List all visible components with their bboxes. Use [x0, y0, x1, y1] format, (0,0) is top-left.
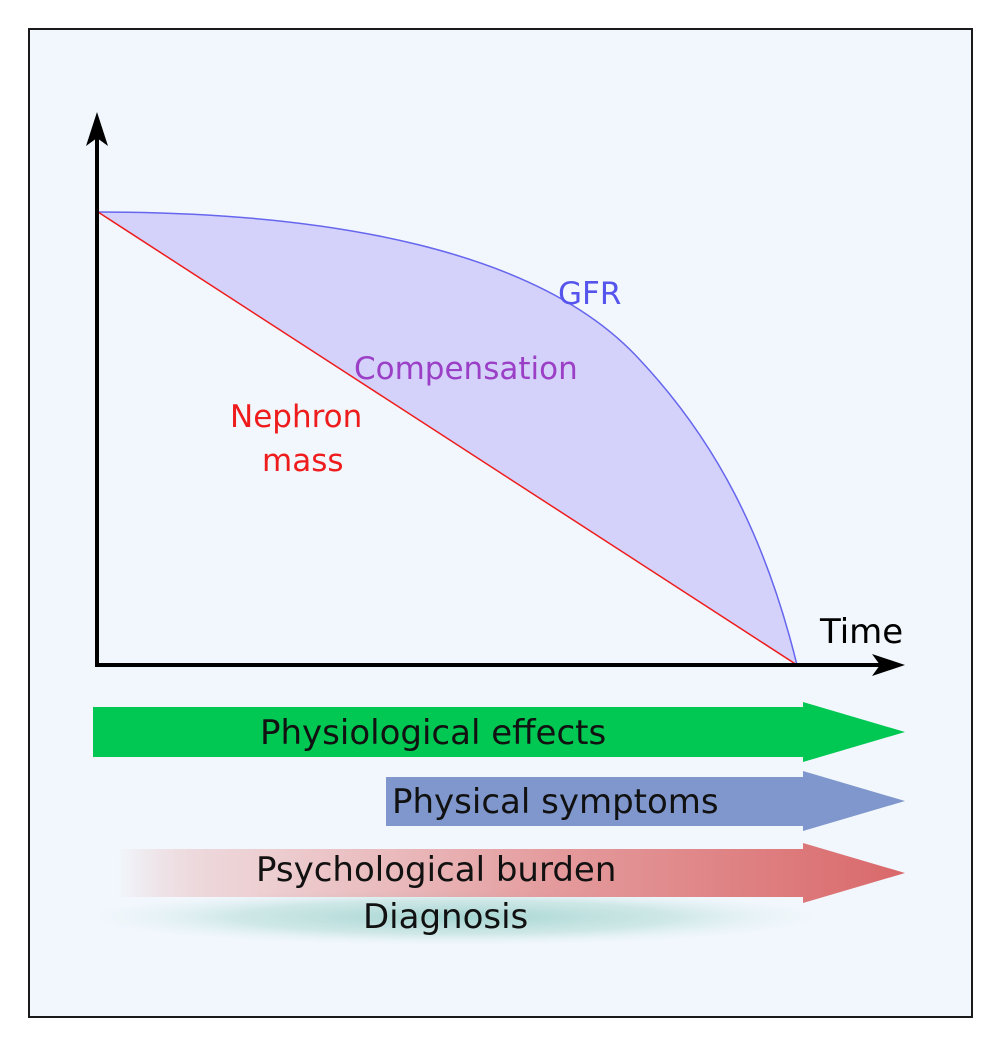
- physiological-effects-arrow: [93, 702, 905, 762]
- physiological-effects-label: Physiological effects: [260, 713, 606, 753]
- psychological-burden-arrow: [118, 843, 905, 903]
- diagnosis-glow: [95, 889, 815, 945]
- nephron-mass-label-line1: Nephron: [230, 399, 362, 435]
- compensation-label: Compensation: [354, 351, 578, 387]
- physical-symptoms-arrow: [386, 771, 905, 831]
- nephron-mass-label-line2: mass: [262, 443, 344, 479]
- x-axis-arrowhead: [872, 654, 905, 676]
- psychological-burden-label: Psychological burden: [256, 850, 616, 890]
- gfr-curve: [97, 211, 798, 666]
- diagnosis-label: Diagnosis: [363, 897, 528, 937]
- nephron-mass-line: [97, 211, 798, 666]
- y-axis-arrowhead: [86, 112, 108, 146]
- gfr-label: GFR: [558, 276, 621, 312]
- physical-symptoms-label: Physical symptoms: [392, 782, 719, 822]
- time-axis-label: Time: [819, 612, 903, 652]
